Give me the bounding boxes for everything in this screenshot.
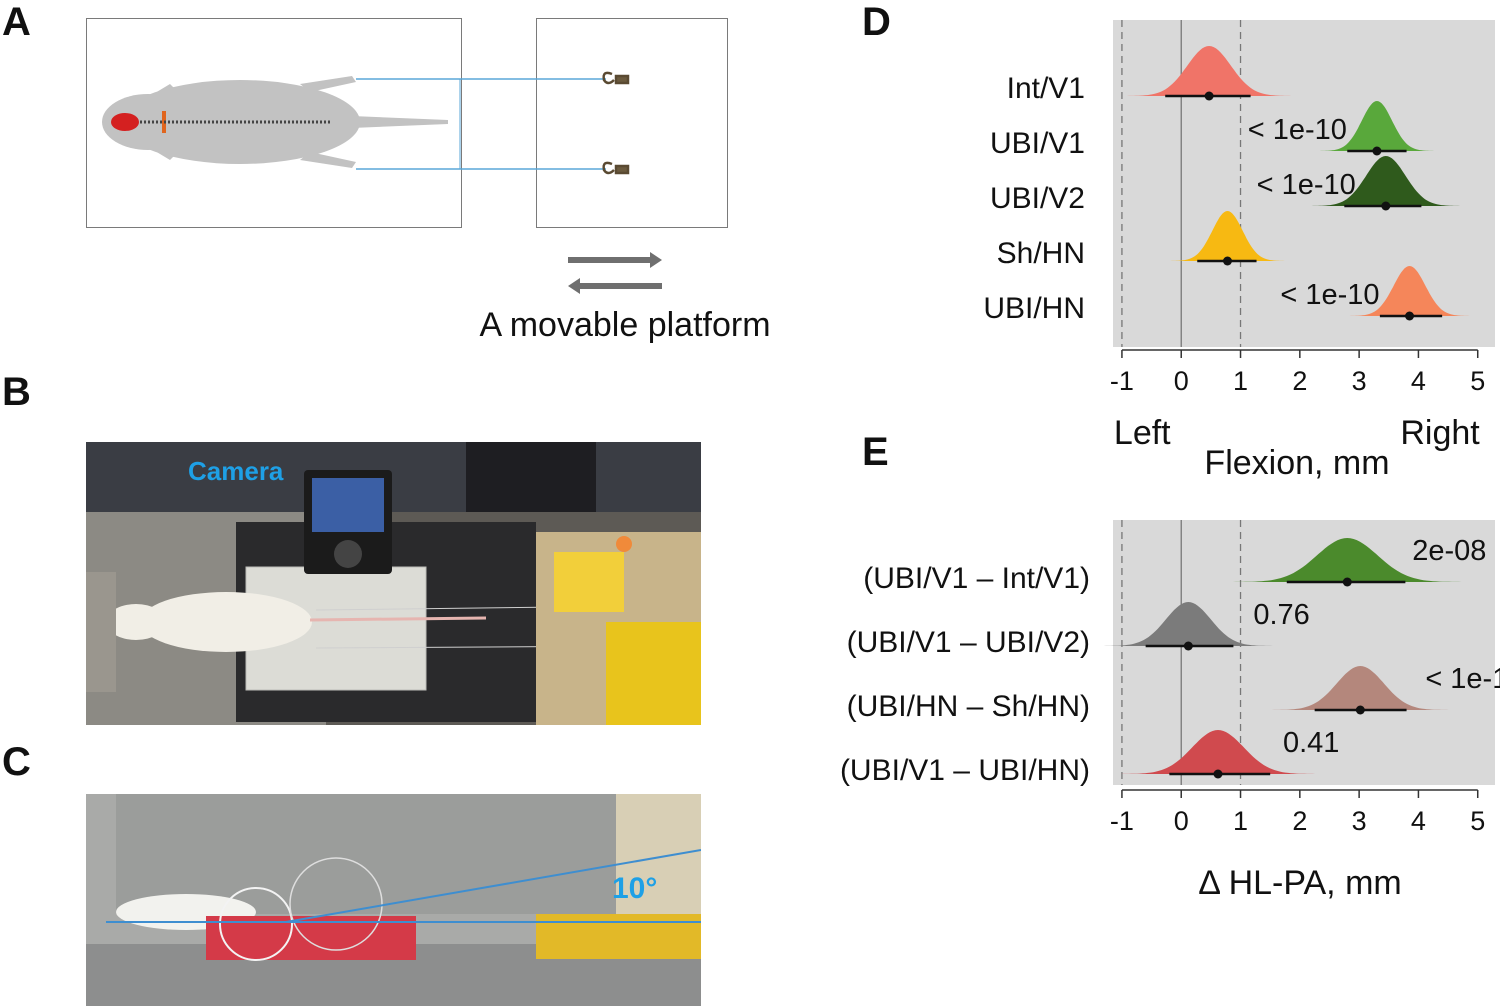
chart-e-background xyxy=(1113,520,1495,785)
x-tick-label: 5 xyxy=(1470,366,1485,396)
density-ubi-v1-int-v1 xyxy=(1220,538,1475,582)
rat-platform-schematic xyxy=(102,71,662,294)
side-label-left: Left xyxy=(1114,414,1171,452)
incline-photo: 10° xyxy=(86,794,701,1006)
p-value-ubi-v1-ubi-v2: 0.76 xyxy=(1253,599,1309,631)
p-value-ubi-v1-int-v1: 2e-08 xyxy=(1412,535,1486,567)
p-value-ubi-v2: < 1e-10 xyxy=(1257,169,1356,201)
median-point-ubi-v1-int-v1 xyxy=(1342,577,1352,587)
x-tick-label: 5 xyxy=(1470,806,1485,836)
row-label-sh-hn: Sh/HN xyxy=(997,237,1085,270)
x-tick-label: 4 xyxy=(1411,806,1426,836)
density-ubi-v1-ubi-v2 xyxy=(1094,602,1283,646)
x-tick-label: 3 xyxy=(1352,366,1367,396)
median-point-int-v1 xyxy=(1204,91,1214,101)
chart-d-background xyxy=(1113,20,1495,347)
panel-label-b: B xyxy=(2,370,31,414)
chart-e: (UBI/V1 – Int/V1) 2e-08 (UBI/V1 – UBI/V2) 0… xyxy=(840,520,1500,902)
x-axis-title: Flexion, mm xyxy=(1204,444,1389,482)
median-point-ubi-v1-ubi-hn xyxy=(1213,769,1223,779)
angle-label: 10° xyxy=(612,872,658,905)
rat-silhouette-icon xyxy=(102,76,448,168)
row-label-ubi-v1-ubi-v2: (UBI/V1 – UBI/V2) xyxy=(847,626,1090,659)
x-tick-label: 2 xyxy=(1292,806,1307,836)
median-point-ubi-v2 xyxy=(1381,201,1391,211)
row-label-ubi-hn: UBI/HN xyxy=(983,292,1085,325)
p-value-ubi-hn: < 1e-10 xyxy=(1280,279,1379,311)
bidirectional-arrow-icon xyxy=(568,252,662,294)
row-label-int-v1: Int/V1 xyxy=(1007,72,1085,105)
row-label-ubi-v2: UBI/V2 xyxy=(990,182,1085,215)
density-sh-hn xyxy=(1163,211,1291,261)
x-tick-label: 1 xyxy=(1233,806,1248,836)
density-ubi-v1-ubi-hn xyxy=(1110,730,1326,774)
x-tick-label: 4 xyxy=(1411,366,1426,396)
x-tick-label: -1 xyxy=(1110,806,1134,836)
platform-schematic-frame xyxy=(536,18,728,228)
density-ubi-hn xyxy=(1342,266,1477,316)
density-ubi-v1 xyxy=(1313,101,1441,151)
p-value-ubi-v1-ubi-hn: 0.41 xyxy=(1283,727,1339,759)
p-value-ubi-hn-sh-hn: < 1e-10 xyxy=(1425,663,1500,695)
setup-photo: Camera xyxy=(86,442,701,725)
x-tick-label: -1 xyxy=(1110,366,1134,396)
x-tick-label: 0 xyxy=(1174,806,1189,836)
x-tick-label: 0 xyxy=(1174,366,1189,396)
median-point-sh-hn xyxy=(1222,256,1232,266)
median-point-ubi-hn xyxy=(1405,311,1415,321)
density-int-v1 xyxy=(1117,46,1301,96)
platform-caption: A movable platform xyxy=(479,306,771,344)
row-label-ubi-v1-int-v1: (UBI/V1 – Int/V1) xyxy=(863,562,1090,595)
panel-label-d: D xyxy=(862,0,891,44)
row-label-ubi-v1: UBI/V1 xyxy=(990,127,1085,160)
camera-label: Camera xyxy=(188,456,284,486)
panel-label-e: E xyxy=(862,430,889,474)
row-label-ubi-hn-sh-hn: (UBI/HN – Sh/HN) xyxy=(847,690,1090,723)
density-ubi-hn-sh-hn xyxy=(1261,666,1459,710)
x-tick-label: 1 xyxy=(1233,366,1248,396)
median-point-ubi-hn-sh-hn xyxy=(1355,705,1365,715)
x-tick-label: 3 xyxy=(1352,806,1367,836)
panel-label-c: C xyxy=(2,740,31,784)
chart-e-plot: (UBI/V1 – Int/V1) 2e-08 (UBI/V1 – UBI/V2) 0… xyxy=(840,520,1500,902)
panel-label-a: A xyxy=(2,0,31,44)
density-ubi-v2 xyxy=(1303,156,1469,206)
upper-hook-icon xyxy=(602,71,630,85)
row-label-ubi-v1-ubi-hn: (UBI/V1 – UBI/HN) xyxy=(840,754,1090,787)
p-value-ubi-v1: < 1e-10 xyxy=(1248,114,1347,146)
side-label-right: Right xyxy=(1400,414,1480,452)
x-axis-title: Δ HL-PA, mm xyxy=(1198,864,1401,902)
lower-hook-icon xyxy=(602,161,630,175)
median-point-ubi-v1 xyxy=(1372,146,1382,156)
x-tick-label: 2 xyxy=(1292,366,1307,396)
median-point-ubi-v1-ubi-v2 xyxy=(1183,641,1193,651)
